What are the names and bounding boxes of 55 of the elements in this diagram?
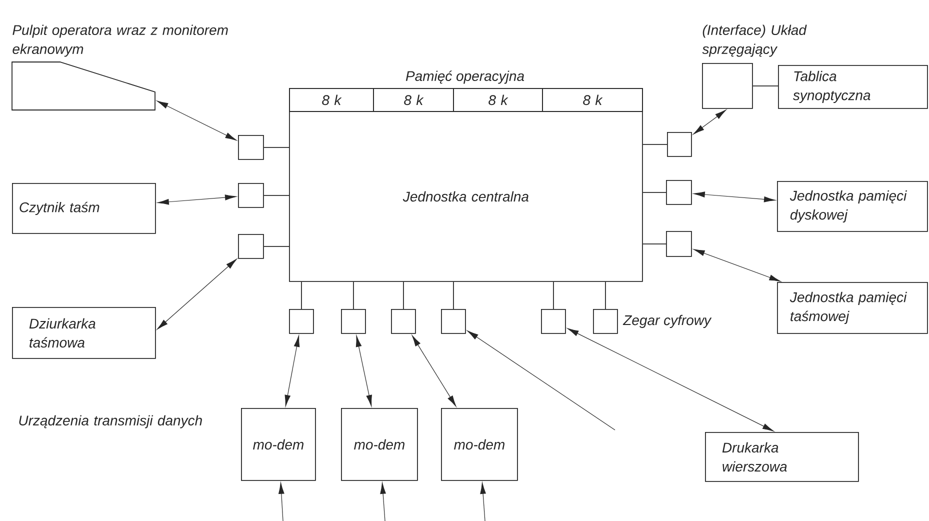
- cpu-box: Jednostka centralna: [289, 111, 643, 282]
- arrow: [693, 110, 726, 134]
- port-square: [666, 180, 692, 205]
- modem-box: mo-dem: [441, 408, 518, 481]
- arrow: [480, 482, 486, 521]
- unit-box: Drukarka wierszowa: [705, 432, 859, 482]
- modem-box: mo-dem: [341, 408, 418, 481]
- arrow: [467, 330, 616, 430]
- arrow: [278, 482, 284, 521]
- connector-line: [263, 147, 290, 148]
- modem-box: mo-dem: [241, 408, 316, 481]
- arrow: [693, 249, 781, 282]
- connector-line: [403, 281, 404, 310]
- port-square: [541, 309, 566, 334]
- unit-box: Tablica synoptyczna: [778, 65, 928, 109]
- connector-line: [642, 192, 666, 193]
- connector-line: [263, 246, 290, 247]
- connector-line: [453, 281, 454, 310]
- heading-text: Pulpit operatora wraz z monitorem ekranowym: [12, 24, 228, 57]
- arrow: [694, 192, 776, 202]
- port-square: [238, 135, 264, 160]
- port-square: [289, 309, 314, 334]
- memory-cell: 8 k: [453, 88, 543, 112]
- caption-text: Urządzenia transmisji danych: [19, 415, 202, 428]
- arrow: [356, 336, 372, 406]
- port-square: [341, 309, 366, 334]
- port-square: [238, 234, 264, 259]
- port-square: [391, 309, 416, 334]
- connector-line: [553, 281, 554, 310]
- connector-line: [263, 195, 290, 196]
- unit-box: Dziurkarka taśmowa: [12, 307, 156, 359]
- heading-text: Pamięć operacyjna: [406, 70, 524, 84]
- unit-box: Jednostka pamięci taśmowej: [777, 282, 928, 334]
- heading-text: (Interface) Układ sprzęgający: [702, 24, 807, 57]
- unit-box: Jednostka pamięci dyskowej: [777, 181, 928, 232]
- port-square: [666, 231, 692, 257]
- connector-line: [353, 281, 354, 310]
- arrow: [158, 194, 236, 205]
- arrow: [380, 482, 386, 521]
- port-square: [667, 132, 692, 157]
- connector-line: [301, 281, 302, 310]
- arrow: [157, 258, 237, 330]
- port-square: [238, 183, 264, 208]
- connector-line: [642, 144, 668, 145]
- memory-cell: 8 k: [542, 88, 643, 112]
- memory-cell: 8 k: [373, 88, 454, 112]
- memory-cell: 8 k: [289, 88, 374, 112]
- port-square: [441, 309, 466, 334]
- arrow: [284, 336, 300, 406]
- connector-line: [605, 281, 606, 310]
- arrow: [156, 100, 237, 140]
- arrow: [567, 328, 774, 432]
- caption-text: Zegar cyfrowy: [622, 314, 712, 328]
- unit-box: Czytnik taśm: [12, 183, 156, 234]
- arrow: [412, 335, 456, 407]
